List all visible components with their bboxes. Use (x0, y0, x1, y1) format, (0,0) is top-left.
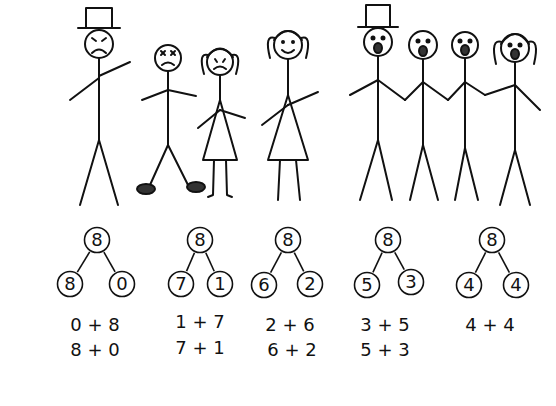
number-sentence: 4 + 4 (465, 316, 514, 334)
number-text: 7 (175, 275, 186, 293)
number-circle: 8 (274, 226, 302, 254)
bond-line (373, 253, 382, 273)
number-sentence: 5 + 3 (360, 341, 409, 359)
bond-line (499, 252, 510, 272)
bond-line (475, 252, 485, 272)
number-circle: 8 (83, 226, 111, 254)
number-sentence: 2 + 6 (265, 316, 314, 334)
bond-line (294, 253, 303, 272)
bond-line (104, 252, 115, 272)
stick-figure (70, 8, 130, 205)
number-text: 8 (194, 231, 205, 249)
number-text: 8 (64, 275, 75, 293)
bond-line (271, 252, 282, 272)
number-text: 0 (116, 275, 127, 293)
stick-figure (485, 34, 540, 205)
number-text: 6 (258, 276, 269, 294)
number-text: 2 (304, 275, 315, 293)
number-text: 8 (486, 231, 497, 249)
bond-line (395, 252, 405, 269)
bond-line (77, 252, 89, 272)
bond-line (206, 253, 214, 272)
number-text: 4 (510, 276, 521, 294)
stick-figure (448, 32, 485, 200)
number-text: 8 (382, 231, 393, 249)
number-text: 1 (214, 275, 225, 293)
number-text: 3 (405, 273, 416, 291)
number-text: 8 (91, 231, 102, 249)
number-sentence: 8 + 0 (70, 341, 119, 359)
number-circle: 8 (56, 270, 84, 298)
stick-figure (405, 31, 448, 200)
number-sentence: 1 + 7 (175, 313, 224, 331)
stick-figure (350, 5, 405, 200)
number-text: 4 (463, 276, 474, 294)
number-text: 8 (282, 231, 293, 249)
stick-figure (262, 31, 318, 200)
number-circle: 8 (374, 226, 402, 254)
number-circle: 8 (186, 226, 214, 254)
number-sentence: 3 + 5 (360, 316, 409, 334)
number-circle: 5 (353, 271, 381, 299)
stick-figure (198, 49, 245, 198)
number-text: 5 (361, 276, 372, 294)
number-circle: 4 (455, 271, 483, 299)
bond-line (187, 253, 195, 271)
number-circle: 6 (250, 271, 278, 299)
number-sentence: 7 + 1 (175, 339, 224, 357)
number-circle: 7 (167, 270, 195, 298)
number-circle: 8 (478, 226, 506, 254)
number-circle: 4 (502, 271, 530, 299)
number-sentence: 6 + 2 (267, 341, 316, 359)
number-circle: 1 (206, 270, 234, 298)
number-circle: 0 (108, 270, 136, 298)
number-sentence: 0 + 8 (70, 316, 119, 334)
number-circle: 3 (397, 268, 425, 296)
number-circle: 2 (296, 270, 324, 298)
stick-figure (137, 45, 205, 194)
